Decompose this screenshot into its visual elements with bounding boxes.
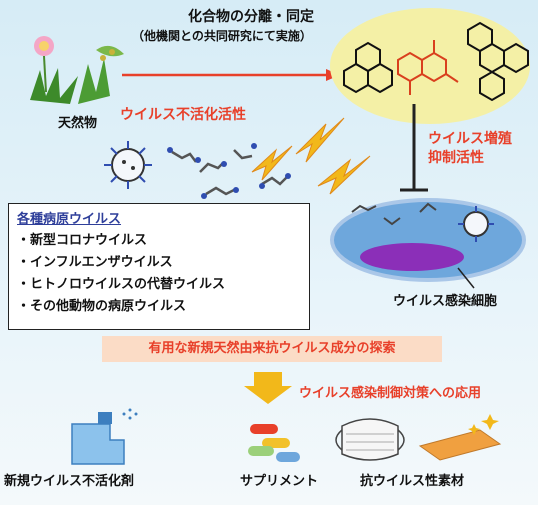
virus-fragments [171,149,289,196]
virus-icon [104,141,152,189]
virus-icon [458,206,494,242]
infected-cell-label: ウイルス感染細胞 [393,294,498,309]
growth-inhibition-line2: 抑制活性 [428,150,484,166]
cell-nucleus [360,243,464,271]
molecule-structure-1 [343,41,393,94]
application-label: ウイルス感染制御対策への応用 [299,386,482,401]
molecule-structure-2 [397,40,459,95]
separation-subtitle: （他機関との共同研究にて実施） [132,29,312,43]
virus-list-item: ・新型コロナウイルス [17,233,148,248]
pathogenic-virus-box: 各種病原ウイルス ・新型コロナウイルス ・インフルエンザウイルス ・ヒトノロウイ… [8,203,310,330]
face-mask-icon [335,418,405,461]
virus-list: ・新型コロナウイルス ・インフルエンザウイルス ・ヒトノロウイルスの代替ウイルス… [17,230,225,318]
natural-product-label: 天然物 [58,116,98,131]
antiviral-material-label: 抗ウイルス性素材 [360,474,465,489]
search-banner: 有用な新規天然由来抗ウイルス成分の探索 [102,336,442,362]
down-arrow [244,372,292,404]
growth-inhibition-label: ウイルス増殖 抑制活性 [428,130,533,168]
virus-box-heading: 各種病原ウイルス [17,212,122,227]
inactivation-activity-label: ウイルス不活化活性 [120,107,246,123]
flower-icon [34,36,54,93]
lightning-bolts [251,117,371,195]
virus-list-item: ・その他動物の病原ウイルス [17,299,187,314]
capsule-pills-icon [248,424,300,462]
supplement-label: サプリメント [240,474,319,489]
material-board-icon [418,414,502,461]
plant-illustration [30,36,124,104]
molecule-structure-3 [467,21,529,102]
molecule-oval [330,8,530,124]
virus-fragment-dots [167,143,291,199]
disinfectant-label: 新規ウイルス不活化剤 [4,474,135,489]
virus-list-item: ・ヒトノロウイルスの代替ウイルス [17,277,226,292]
infected-cell [330,198,526,289]
separation-title: 化合物の分離・同定 [188,9,314,25]
virus-list-item: ・インフルエンザウイルス [17,255,173,270]
spray-bottle-icon [71,408,138,465]
growth-inhibition-line1: ウイルス増殖 [428,131,512,147]
virus-particles [104,141,291,199]
